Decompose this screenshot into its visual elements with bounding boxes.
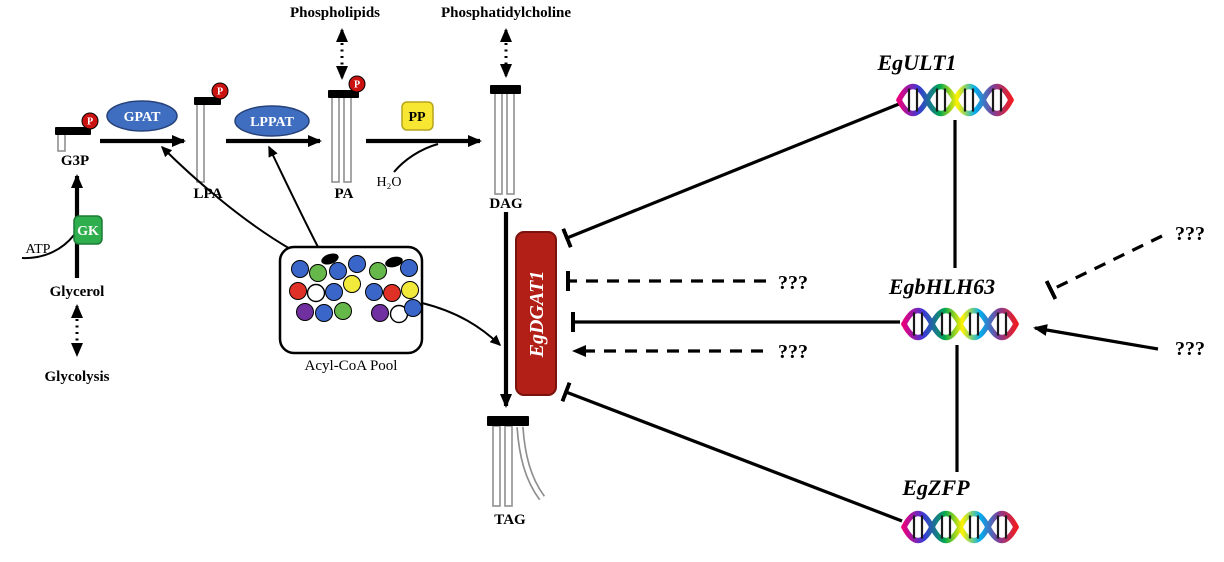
label-atp: ATP xyxy=(26,242,51,257)
metabolite-lpa: P LPA xyxy=(194,82,229,202)
tag-backbone xyxy=(487,416,529,426)
activate-unknown-to-egbhlh63 xyxy=(1033,324,1159,351)
label-g3p: G3P xyxy=(61,153,89,169)
label-egbhlh63: EgbHLH63 xyxy=(888,274,995,299)
label-lpa: LPA xyxy=(194,186,223,202)
inhibit-unknown-to-egbhlh63 xyxy=(1044,234,1163,300)
pa-phosphate-icon xyxy=(348,75,366,93)
label-phospholipids: Phospholipids xyxy=(290,5,380,21)
label-phosphatidylcholine: Phosphatidylcholine xyxy=(441,5,571,21)
label-pa: PA xyxy=(335,186,354,202)
enzyme-gpat: GPAT xyxy=(106,100,178,132)
label-acyl-coa-pool: Acyl-CoA Pool xyxy=(305,358,398,374)
label-glycerol: Glycerol xyxy=(50,284,105,300)
label-dag: DAG xyxy=(489,196,523,212)
g3p-phosphate-icon xyxy=(81,112,99,130)
egdgat1-shape xyxy=(515,231,557,396)
lpa-tail xyxy=(196,103,205,183)
label-glycolysis: Glycolysis xyxy=(44,369,109,385)
gpat-shape xyxy=(106,100,178,132)
label-egult1: EgULT1 xyxy=(876,50,956,75)
pa-tail-2 xyxy=(343,96,352,183)
enzyme-pp: PP xyxy=(401,101,434,131)
pool-acyl-circles xyxy=(289,253,422,324)
g3p-tail xyxy=(57,133,66,152)
metabolite-pa: P PA xyxy=(328,75,366,202)
lpa-backbone xyxy=(194,97,221,105)
dag-backbone xyxy=(490,85,521,94)
label-tag: TAG xyxy=(494,512,526,528)
inhibit-egult1-to-egdgat1 xyxy=(561,102,900,249)
label-unknown-inhibitor-bhlh63: ??? xyxy=(1175,223,1205,245)
pa-phosphate-label: P xyxy=(354,80,360,91)
metabolite-tag: TAG xyxy=(487,416,546,528)
metabolite-g3p: P G3P xyxy=(55,112,99,169)
curve-atp xyxy=(21,234,75,260)
curve-pool-to-gpat xyxy=(160,145,293,251)
metabolite-dag: DAG xyxy=(489,85,523,212)
gk-shape xyxy=(73,215,103,245)
lpa-phosphate-label: P xyxy=(217,87,223,98)
label-unknown-inhibitor-dgat: ??? xyxy=(778,272,808,294)
lppat-shape xyxy=(234,105,310,137)
lpa-phosphate-icon xyxy=(211,82,229,100)
enzyme-lppat: LPPAT xyxy=(234,105,310,137)
dna-helix-egbhlh63 xyxy=(904,311,1016,338)
tag-tail-3-inner xyxy=(517,426,544,500)
tag-tail-2 xyxy=(504,425,513,507)
pa-tail-1 xyxy=(331,96,340,183)
curve-h2o xyxy=(393,143,439,173)
gpat-label: GPAT xyxy=(124,110,161,125)
curve-pool-to-dgat xyxy=(421,302,502,347)
tag-tail-1 xyxy=(492,425,501,507)
pp-shape xyxy=(401,101,434,131)
g3p-phosphate-label: P xyxy=(87,117,93,128)
egdgat1-label: EgDGAT1 xyxy=(526,271,548,359)
pp-label: PP xyxy=(408,110,426,125)
g3p-backbone xyxy=(55,127,91,135)
enzyme-egdgat1: EgDGAT1 xyxy=(515,231,557,396)
label-h2o: H₂O xyxy=(376,175,401,190)
tag-tail-3 xyxy=(516,426,546,501)
label-egzfp: EgZFP xyxy=(901,475,970,500)
label-unknown-activator-bhlh63: ??? xyxy=(1175,338,1205,360)
lppat-label: LPPAT xyxy=(250,115,294,130)
dag-tail-2 xyxy=(506,92,515,195)
enzyme-gk: GK xyxy=(73,215,103,245)
acyl-coa-pool: Acyl-CoA Pool xyxy=(160,145,502,374)
gk-label: GK xyxy=(77,224,99,239)
curve-pool-to-lppat xyxy=(268,145,319,248)
dna-helix-egzfp xyxy=(904,514,1016,541)
label-unknown-activator-dgat: ??? xyxy=(778,341,808,363)
dna-helix-egult1 xyxy=(899,87,1011,114)
pa-backbone xyxy=(328,90,359,98)
inhibit-egzfp-to-egdgat1 xyxy=(560,381,903,523)
dag-tail-1 xyxy=(494,92,503,195)
